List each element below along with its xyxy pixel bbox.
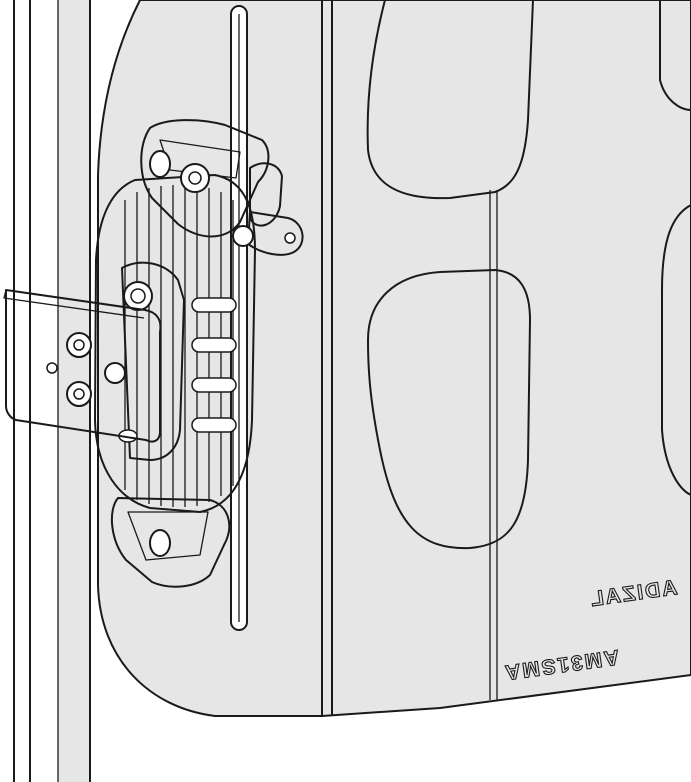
latch-plate-small-screw (46, 362, 58, 374)
release-lever (249, 162, 283, 227)
latch-plate (3, 289, 162, 443)
lower-pivot-pin (149, 529, 171, 557)
latch-plate-hole (104, 362, 126, 384)
plate-slots (191, 297, 237, 433)
engraving: ADIZAL AM31SMA (501, 576, 679, 685)
lower-hinge-bracket (110, 497, 231, 588)
upper-hinge-bracket (140, 119, 304, 256)
ear-tab (247, 211, 304, 256)
panel-cutouts (366, 0, 691, 550)
